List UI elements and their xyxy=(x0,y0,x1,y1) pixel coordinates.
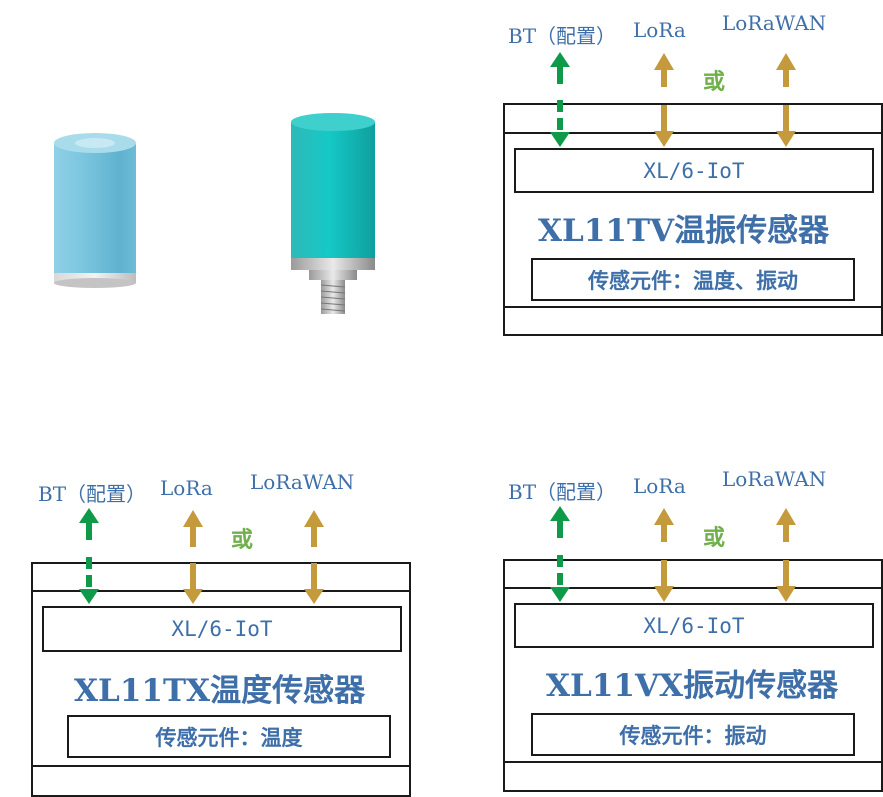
divider-top xyxy=(503,587,883,589)
lora-arrow-icon xyxy=(654,508,674,602)
sensor-title: XL11TV温振传感器 xyxy=(538,213,830,249)
lora-label: LoRa xyxy=(633,18,686,42)
bt-arrow-icon xyxy=(550,506,570,602)
lorawan-label: LoRaWAN xyxy=(722,11,827,35)
divider-top xyxy=(31,590,411,592)
iot-module-box: XL/6-IoT xyxy=(42,606,402,652)
lorawan-label: LoRaWAN xyxy=(250,470,355,494)
bt-config-label: BT（配置） xyxy=(38,482,147,506)
lorawan-arrow-icon xyxy=(304,510,324,604)
divider-bottom xyxy=(503,306,883,308)
bt-config-label: BT（配置） xyxy=(508,24,617,48)
sensor-component-box: 传感元件：温度 xyxy=(67,715,391,758)
bt-arrow-icon xyxy=(79,508,99,604)
divider-bottom xyxy=(31,765,411,767)
or-label: 或 xyxy=(703,526,726,551)
lora-label: LoRa xyxy=(160,476,213,500)
lora-arrow-icon xyxy=(183,510,203,604)
iot-module-box: XL/6-IoT xyxy=(514,603,874,648)
lorawan-arrow-icon xyxy=(776,53,796,147)
sensor-small-image xyxy=(54,133,136,288)
sensor-large-image xyxy=(291,113,375,314)
sensor-title: XL11TX温度传感器 xyxy=(74,673,366,709)
lorawan-label: LoRaWAN xyxy=(722,467,827,491)
or-label: 或 xyxy=(231,528,254,553)
divider-bottom xyxy=(503,761,883,763)
sensor-component-box: 传感元件：温度、振动 xyxy=(531,258,855,301)
sensor-title: XL11VX振动传感器 xyxy=(546,668,839,704)
lora-arrow-icon xyxy=(654,53,674,147)
bt-config-label: BT（配置） xyxy=(508,480,617,504)
divider-top xyxy=(503,132,883,134)
bt-arrow-icon xyxy=(550,52,570,147)
iot-module-box: XL/6-IoT xyxy=(514,148,874,193)
sensor-component-box: 传感元件：振动 xyxy=(531,713,855,756)
or-label: 或 xyxy=(703,70,726,95)
lorawan-arrow-icon xyxy=(776,508,796,602)
lora-label: LoRa xyxy=(633,474,686,498)
